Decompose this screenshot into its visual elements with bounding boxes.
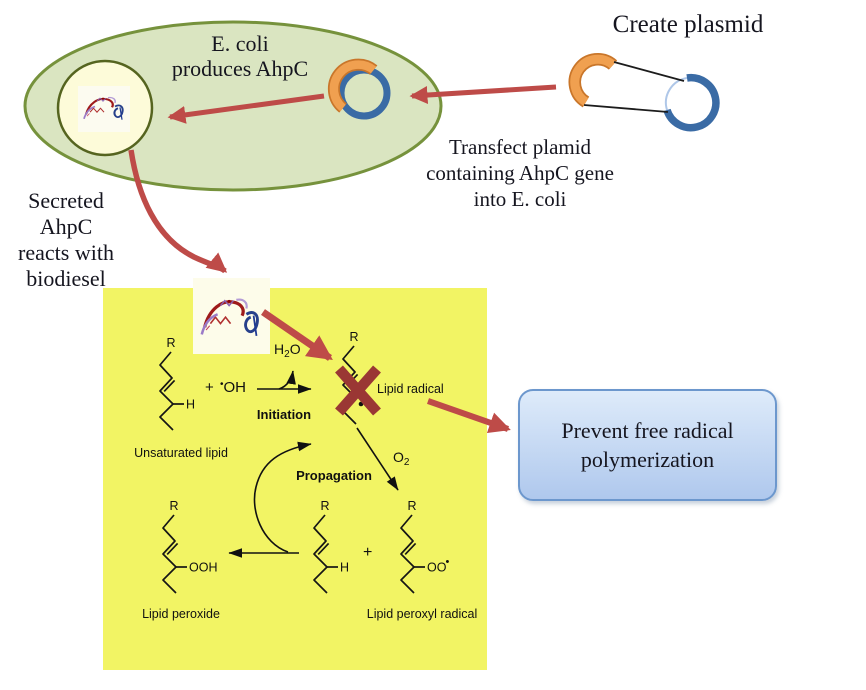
oxygen-addition-arrow: [356, 427, 399, 491]
plus-sign-propagation: +: [363, 544, 373, 561]
prevent-line2: polymerization: [580, 447, 715, 472]
prevent-line1: Prevent free radical: [561, 418, 734, 443]
gene-insert-line-bottom: [583, 104, 669, 113]
secreted-line2: AhpC: [39, 214, 93, 239]
reaction-arrows: [228, 370, 399, 558]
ooh-group-label: OOH: [189, 561, 217, 575]
create-plasmid-label: Create plasmid: [612, 11, 764, 38]
structure-unsaturated-lipid: R H: [159, 336, 195, 431]
oxygen-o: O: [393, 449, 404, 465]
arrow-transfect: [409, 84, 557, 105]
oxygen-sub: 2: [403, 457, 410, 468]
red-cross-icon: [335, 365, 381, 416]
initiation-label: Initiation: [256, 407, 312, 422]
water-o: O: [289, 341, 301, 357]
secreted-line4: biodiesel: [26, 266, 106, 291]
r-group-label: R: [407, 499, 416, 513]
prevent-polymerization-box: Prevent free radical polymerization: [518, 389, 777, 501]
arrow-express: [167, 93, 325, 124]
r-group-label: R: [169, 499, 178, 513]
hydroxyl-dot: •: [220, 379, 224, 390]
plasmid-in-cell-icon: [327, 58, 391, 120]
arrow-prevent-result: [427, 398, 511, 434]
ecoli-line2: produces AhpC: [171, 56, 309, 81]
propagation-label: Propagation: [296, 468, 372, 483]
protein-ribbon-large-icon: [193, 278, 270, 354]
lipid-peroxyl-radical-label: Lipid peroxyl radical: [366, 607, 478, 621]
arrow-ahpc-blocks-radical: [261, 309, 333, 361]
red-process-arrows: [128, 84, 557, 274]
peroxyl-radical-dot: •: [446, 556, 450, 568]
water-h: H: [274, 341, 285, 357]
propagation-arrow: [253, 441, 312, 553]
ecoli-line1: E. coli: [211, 31, 269, 56]
oxygen-label: O2: [393, 449, 409, 468]
lipid-peroxide-label: Lipid peroxide: [142, 607, 220, 621]
r-group-label: R: [320, 499, 329, 513]
unsaturated-lipid-label: Unsaturated lipid: [134, 446, 228, 460]
water-sub: 2: [284, 349, 290, 360]
h-atom-label: H: [340, 561, 349, 575]
protein-ribbon-small-icon: [78, 86, 130, 132]
arrow-secrete: [128, 149, 228, 274]
secreted-ahpc-label: Secreted AhpC reacts with biodiesel: [0, 188, 132, 292]
h-atom-label: H: [186, 398, 195, 412]
oo-group-label: OO: [427, 561, 447, 575]
structure-lipid-peroxide: R OOH: [162, 499, 217, 594]
hydroxyl-radical-label: •OH: [220, 379, 246, 396]
transfect-line2: containing AhpC gene: [426, 161, 614, 185]
transfect-line3: into E. coli: [473, 187, 567, 211]
water-release-arrow: [278, 370, 296, 390]
ecoli-produces-label: E. coli produces AhpC: [140, 31, 340, 81]
transfect-line1: Transfect plamid: [448, 135, 592, 159]
secreted-line3: reacts with: [18, 240, 114, 265]
biodiesel-reaction-box: [103, 288, 487, 670]
structure-lipid-peroxyl-radical: R OO •: [400, 499, 450, 594]
create-plasmid-icon: [568, 53, 720, 132]
lipid-radical-label: Lipid radical: [377, 382, 444, 396]
r-group-label: R: [349, 330, 358, 344]
structure-unsaturated-lipid-2: R H: [313, 499, 349, 594]
hydroxyl-text: OH: [223, 379, 247, 396]
plus-sign-initiation: +: [205, 379, 214, 396]
gene-insert-line-top: [613, 61, 685, 82]
water-label: H2O: [274, 341, 301, 360]
transfect-label: Transfect plamid containing AhpC gene in…: [405, 134, 635, 212]
secreted-line1: Secreted: [28, 188, 104, 213]
r-group-label: R: [166, 336, 175, 350]
